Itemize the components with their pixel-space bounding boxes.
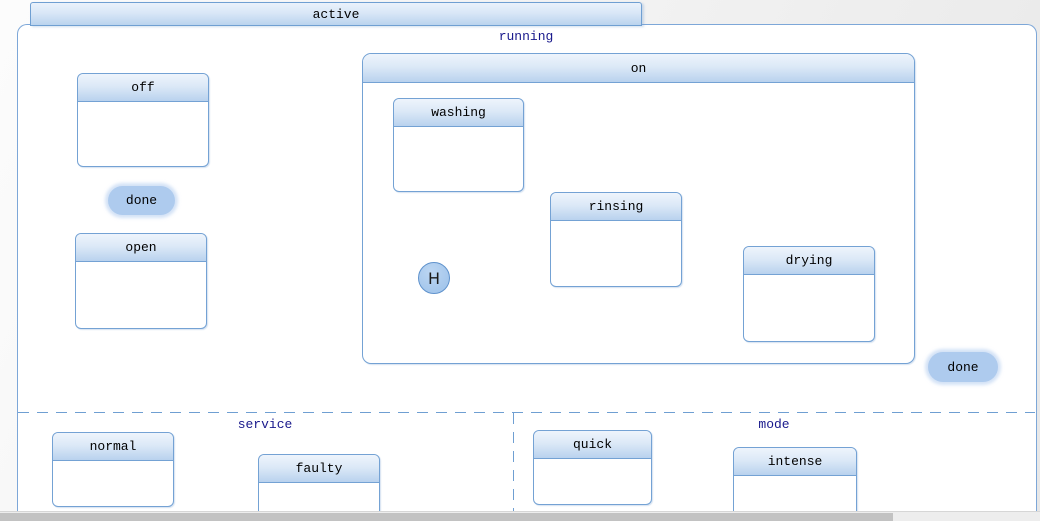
- state-drying-label: drying: [785, 253, 833, 268]
- region-service-label[interactable]: service: [237, 417, 293, 432]
- region-separator-horizontal: [18, 412, 1035, 413]
- transition-done-inner[interactable]: done: [108, 186, 175, 215]
- state-on-header: on: [363, 54, 914, 83]
- state-rinsing-label: rinsing: [588, 199, 644, 214]
- region-separator-vertical: [513, 413, 514, 512]
- state-open[interactable]: open: [75, 233, 207, 329]
- state-washing[interactable]: washing: [393, 98, 524, 192]
- transition-done-inner-label: done: [125, 193, 158, 208]
- state-intense-label: intense: [767, 454, 823, 469]
- state-faulty-label: faulty: [295, 461, 343, 476]
- state-quick-label: quick: [572, 437, 612, 452]
- state-washing-label: washing: [431, 105, 486, 120]
- state-faulty-header: faulty: [259, 455, 379, 483]
- state-on-label: on: [630, 60, 647, 76]
- state-open-header: open: [76, 234, 206, 262]
- region-running-label[interactable]: running: [498, 29, 554, 44]
- shallow-history-icon[interactable]: H: [418, 262, 450, 294]
- horizontal-scrollbar[interactable]: [0, 511, 1040, 521]
- state-active-tab[interactable]: active: [30, 2, 642, 26]
- state-rinsing[interactable]: rinsing: [550, 192, 682, 287]
- shallow-history-label: H: [427, 268, 441, 288]
- state-washing-header: washing: [394, 99, 523, 127]
- state-quick-header: quick: [534, 431, 651, 459]
- state-rinsing-header: rinsing: [551, 193, 681, 221]
- state-drying[interactable]: drying: [743, 246, 875, 342]
- state-off[interactable]: off: [77, 73, 209, 167]
- state-drying-header: drying: [744, 247, 874, 275]
- state-off-header: off: [78, 74, 208, 102]
- state-normal-header: normal: [53, 433, 173, 461]
- state-active-label: active: [312, 6, 360, 22]
- state-off-label: off: [131, 80, 155, 95]
- horizontal-scrollbar-thumb[interactable]: [0, 513, 893, 521]
- state-intense[interactable]: intense: [733, 447, 857, 518]
- transition-done-outer[interactable]: done: [928, 352, 998, 382]
- state-intense-header: intense: [734, 448, 856, 476]
- state-open-label: open: [125, 240, 157, 255]
- state-normal[interactable]: normal: [52, 432, 174, 507]
- transition-done-outer-label: done: [947, 359, 979, 375]
- state-quick[interactable]: quick: [533, 430, 652, 505]
- state-faulty[interactable]: faulty: [258, 454, 380, 518]
- state-normal-label: normal: [89, 439, 137, 454]
- region-mode-label[interactable]: mode: [758, 417, 790, 432]
